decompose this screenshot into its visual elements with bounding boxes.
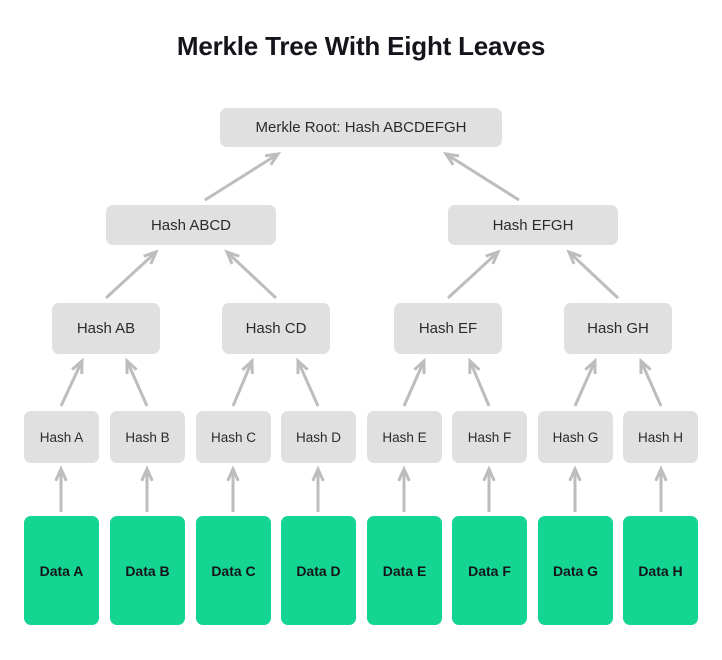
node-hash-ef: Hash EF [394,303,502,354]
arrow-data-a-to-hash-a [54,465,68,512]
arrow-hash-c-to-hash-cd [231,357,254,407]
node-hash-cd: Hash CD [222,303,330,354]
arrow-hash-d-to-hash-cd [296,357,320,407]
node-data-g: Data G [538,516,613,625]
arrow-hash-h-to-hash-gh [639,357,663,407]
arrow-data-e-to-hash-e [397,465,411,512]
node-hash-c: Hash C [196,411,271,463]
arrow-hash-abcd-to-root [204,152,282,202]
arrow-data-c-to-hash-c [226,465,240,512]
node-data-a: Data A [24,516,99,625]
node-hash-ab: Hash AB [52,303,160,354]
node-hash-gh: Hash GH [564,303,672,354]
node-data-h: Data H [623,516,698,625]
arrow-data-f-to-hash-f [482,465,496,512]
node-hash-e: Hash E [367,411,442,463]
arrow-hash-efgh-to-root [442,152,520,202]
arrow-hash-f-to-hash-ef [468,357,491,407]
arrow-hash-cd-to-hash-abcd [224,249,278,300]
node-data-c: Data C [196,516,271,625]
node-hash-g: Hash G [538,411,613,463]
node-merkle-root-hash-abcdefgh: Merkle Root: Hash ABCDEFGH [220,108,502,147]
node-data-e: Data E [367,516,442,625]
page-title: Merkle Tree With Eight Leaves [176,31,546,61]
node-hash-efgh: Hash EFGH [448,205,618,245]
node-hash-b: Hash B [110,411,185,463]
arrow-data-d-to-hash-d [311,465,325,512]
node-hash-abcd: Hash ABCD [106,205,276,245]
node-hash-d: Hash D [281,411,356,463]
arrow-hash-b-to-hash-ab [125,357,149,407]
arrow-data-h-to-hash-h [654,465,668,512]
node-hash-f: Hash F [452,411,527,463]
arrow-hash-gh-to-hash-efgh [566,249,620,300]
arrow-hash-ab-to-hash-abcd [104,249,159,300]
node-hash-a: Hash A [24,411,99,463]
arrow-hash-e-to-hash-ef [402,357,426,407]
arrow-hash-g-to-hash-gh [573,357,597,407]
arrow-hash-ef-to-hash-efgh [446,249,501,300]
node-data-f: Data F [452,516,527,625]
node-data-b: Data B [110,516,185,625]
arrow-data-b-to-hash-b [140,465,154,512]
arrow-hash-a-to-hash-ab [59,357,84,407]
node-hash-h: Hash H [623,411,698,463]
arrow-data-g-to-hash-g [568,465,582,512]
node-data-d: Data D [281,516,356,625]
